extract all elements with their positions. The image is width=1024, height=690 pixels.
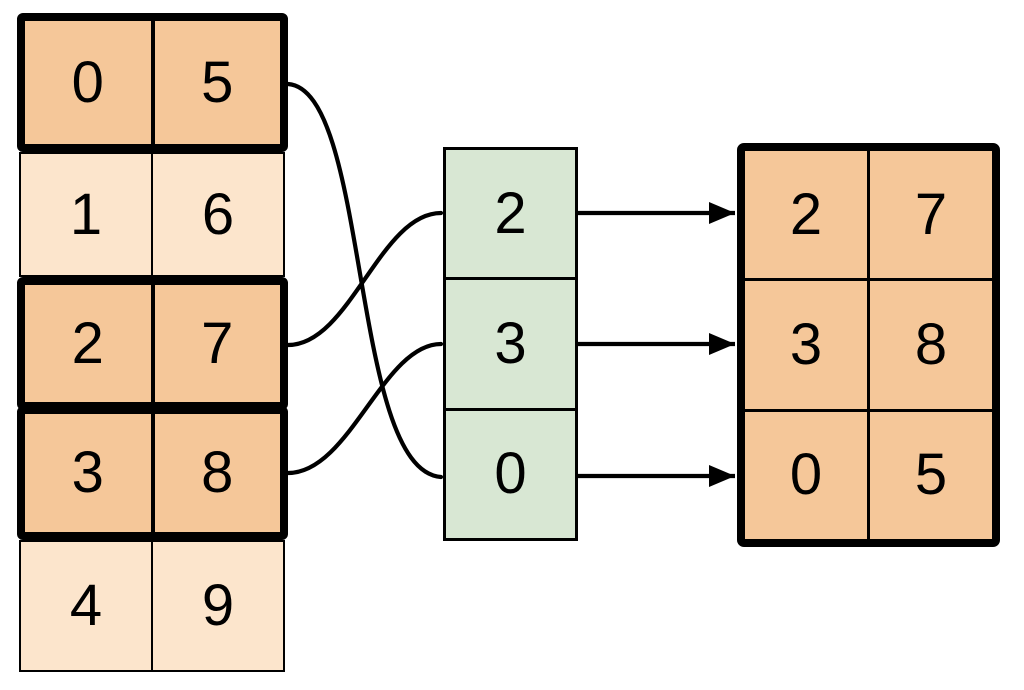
- source-cell-r3c1: 8: [154, 414, 280, 532]
- curve-source0-to-index0: [285, 81, 444, 480]
- result-cell-r0c0: 2: [745, 151, 867, 279]
- source-cell-r2c1: 7: [154, 285, 280, 402]
- result-cell-r0c1: 7: [870, 151, 992, 279]
- result-table: 2 7 3 8 0 5: [737, 143, 1000, 547]
- index-cell-0: 2: [446, 150, 575, 278]
- result-cell-r1c1: 8: [870, 281, 992, 409]
- index-cell-2: 0: [446, 410, 575, 538]
- source-row-4: 4 9: [19, 540, 285, 672]
- result-cell-r1c0: 3: [745, 281, 867, 409]
- index-cell-1: 3: [446, 280, 575, 408]
- curve-source3-to-index3: [285, 341, 444, 476]
- result-cell-r2c1: 5: [870, 411, 992, 539]
- source-row-1: 1 6: [19, 152, 285, 277]
- curve-source2-to-index2: [285, 210, 444, 348]
- source-cell-r0c0: 0: [25, 21, 151, 144]
- source-cell-r1c0: 1: [21, 154, 151, 275]
- source-row-0: 0 5: [17, 13, 288, 152]
- source-row-2: 2 7: [17, 277, 288, 410]
- source-cell-r3c0: 3: [25, 414, 151, 532]
- index-column: 2 3 0: [443, 147, 578, 541]
- source-cell-r1c1: 6: [153, 154, 283, 275]
- source-cell-r2c0: 2: [25, 285, 151, 402]
- result-cell-r2c0: 0: [745, 411, 867, 539]
- source-cell-r4c0: 4: [21, 542, 151, 670]
- source-cell-r0c1: 5: [154, 21, 280, 144]
- source-cell-r4c1: 9: [153, 542, 283, 670]
- source-row-3: 3 8: [17, 406, 288, 540]
